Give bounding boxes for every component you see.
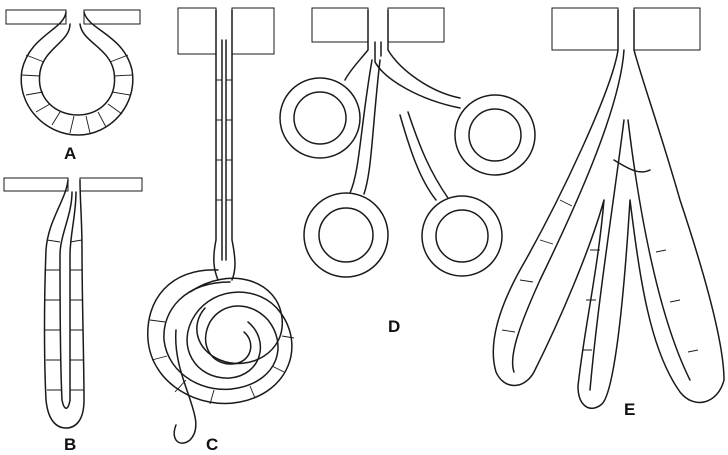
panel-c-coiled-tubular-gland: C [148, 8, 294, 454]
panel-e-label: E [624, 400, 635, 419]
panel-d-label: D [388, 317, 400, 336]
panel-d-surface-epithelium [312, 8, 444, 42]
panel-b-surface-epithelium [4, 178, 142, 191]
panel-d-alveolus-lower-right-lumen [436, 210, 488, 262]
panel-e-surface-epithelium [552, 8, 700, 50]
panel-c-coil-loop [174, 278, 282, 443]
panel-c-duct-wall [214, 10, 235, 280]
panel-e-outer-wall [493, 10, 724, 408]
panel-b-simple-tubular-gland: B [4, 178, 142, 454]
panel-a-label: A [64, 144, 76, 163]
panel-a-outer-wall [21, 12, 133, 135]
panel-d-alveolus-upper-left-lumen [294, 92, 346, 144]
panel-b-outer-wall [45, 180, 85, 428]
panel-a-simple-saccular-gland: A [6, 10, 140, 163]
panel-a-inner-wall [39, 24, 114, 115]
panel-e-compound-tubular-gland: E [493, 8, 724, 419]
panel-d-alveolus-upper-right-lumen [469, 109, 521, 161]
panel-c-label: C [206, 435, 218, 454]
panel-a-cell-boundaries [22, 55, 132, 133]
panel-a-surface-epithelium [6, 10, 140, 24]
panel-c-coil-outer [148, 270, 292, 404]
panel-d-alveolus-lower-right [422, 196, 502, 276]
panel-d-branch-ducts [350, 60, 448, 200]
panel-d-alveolus-lower-left-lumen [319, 208, 373, 262]
panel-d-alveolus-upper-right [455, 95, 535, 175]
panel-d-alveolus-lower-left [304, 193, 388, 277]
panel-d-alveolus-upper-left [280, 78, 360, 158]
panel-c-duct-lumen [222, 40, 226, 260]
panel-d-compound-saccular-gland: D [280, 8, 535, 336]
panel-e-cell-boundaries [502, 200, 698, 352]
panel-b-cell-boundaries [45, 240, 84, 390]
panel-b-label: B [64, 435, 76, 454]
